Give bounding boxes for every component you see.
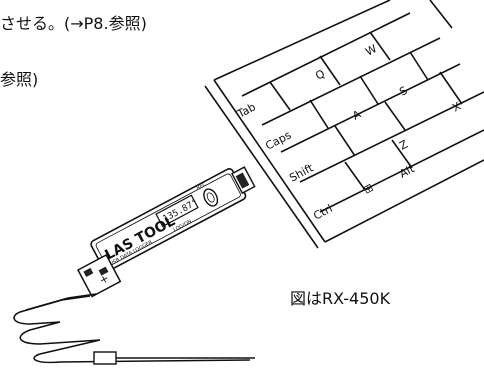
data-logger-device: 135.87° LAS TOOL USB DATA LOGGER LOG/ON … — [90, 166, 256, 272]
instruction-line-2: 参照) — [0, 70, 39, 89]
key-q: Q — [313, 67, 327, 83]
probe-cable — [13, 293, 255, 365]
key-caps: Caps — [263, 128, 293, 152]
key-w: W — [363, 42, 379, 59]
key-tab: Tab — [234, 100, 257, 121]
instruction-line-1: させる。(→P8.参照) — [0, 14, 147, 33]
probe-connector: + — [76, 253, 122, 298]
key-alt: Alt — [397, 162, 417, 181]
key-ctrl: Ctrl — [311, 202, 334, 223]
figure-caption: 図はRX-450K — [290, 289, 391, 308]
keyboard — [204, 0, 484, 249]
key-s: S — [397, 84, 409, 99]
lcd-display — [155, 194, 199, 228]
key-x: X — [450, 99, 463, 114]
device-label-rec: REC — [196, 181, 208, 191]
key-windows: ⊞ — [361, 181, 375, 197]
keyboard-keys: Tab Q W Caps A S X Shift Z Ctrl ⊞ Alt — [234, 42, 463, 223]
key-a: A — [350, 107, 363, 122]
device-button[interactable] — [201, 187, 220, 209]
